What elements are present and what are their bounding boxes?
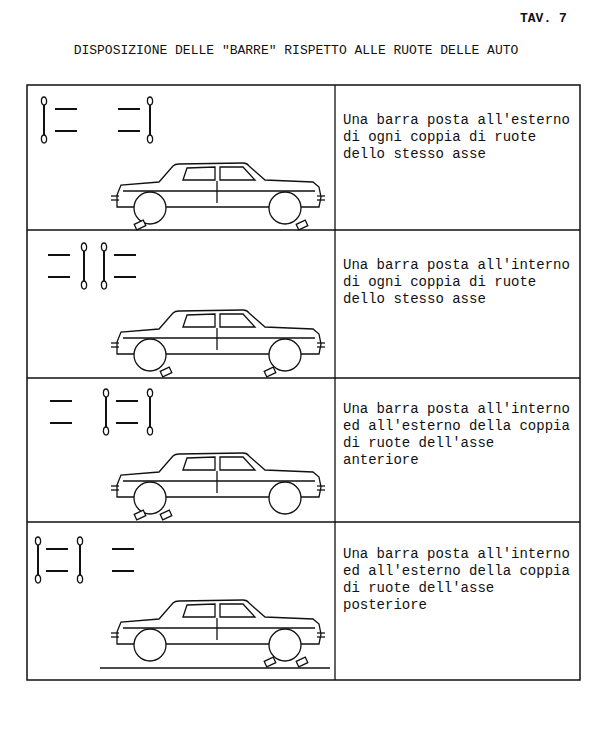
table-cell: Una barra posta all'interno ed all'ester… <box>343 546 577 614</box>
table-cell: Una barra posta all'interno ed all'ester… <box>343 401 577 469</box>
table-cell: Una barra posta all'esterno di ogni copp… <box>343 112 577 163</box>
title: DISPOSIZIONE DELLE "BARRE" RISPETTO ALLE… <box>0 42 592 59</box>
table-cell: Una barra posta all'interno di ogni copp… <box>343 257 577 308</box>
plate-number: TAV. 7 <box>520 10 586 27</box>
